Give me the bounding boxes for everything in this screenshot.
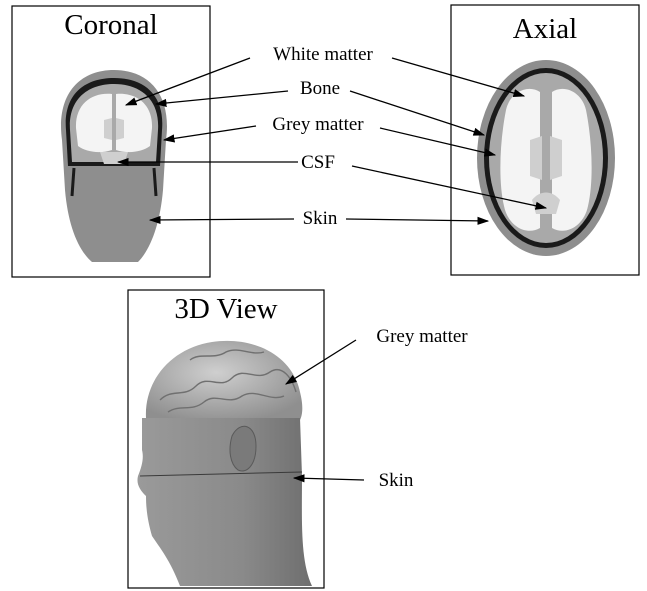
- coronal-panel: Coronal: [12, 6, 210, 277]
- label-skin: Skin: [303, 208, 338, 229]
- view3d-ear: [230, 426, 256, 471]
- axial-panel: Axial: [451, 5, 639, 275]
- label-csf: CSF: [301, 152, 335, 173]
- view3d-render: [137, 341, 312, 586]
- coronal-title: Coronal: [64, 9, 157, 41]
- axial-title: Axial: [513, 13, 577, 45]
- axial-slice: [477, 60, 615, 256]
- coronal-slice: [61, 70, 167, 262]
- label-white-matter: White matter: [273, 44, 373, 65]
- label-skin-3d: Skin: [379, 470, 414, 491]
- label-bone: Bone: [300, 78, 340, 99]
- view3d-panel: 3D View: [128, 290, 324, 588]
- label-grey-matter-3d: Grey matter: [376, 326, 468, 347]
- label-grey-matter: Grey matter: [272, 114, 364, 135]
- view3d-title: 3D View: [174, 293, 277, 325]
